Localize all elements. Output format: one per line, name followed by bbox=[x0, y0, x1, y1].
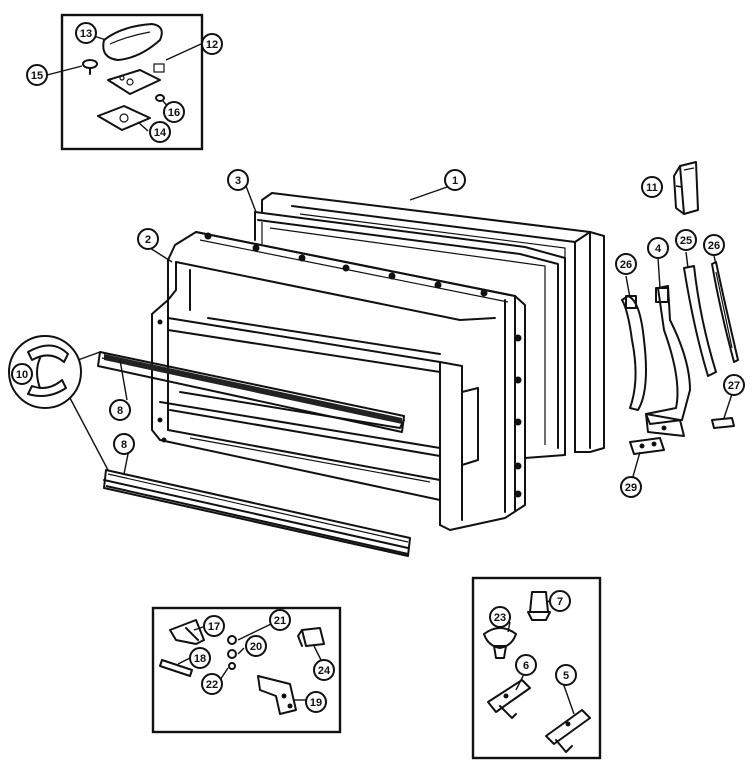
svg-text:12: 12 bbox=[206, 39, 218, 51]
svg-text:26: 26 bbox=[620, 259, 632, 271]
inset-box-bottom-center bbox=[151, 606, 342, 734]
svg-text:3: 3 bbox=[235, 175, 241, 187]
callout-22: 22 bbox=[201, 673, 223, 695]
callout-8-lower: 8 bbox=[113, 433, 135, 455]
callout-6: 6 bbox=[515, 654, 537, 676]
part-11-handle-cap bbox=[673, 161, 699, 215]
svg-text:5: 5 bbox=[563, 670, 569, 682]
svg-text:27: 27 bbox=[728, 380, 740, 392]
part-8-shelf-bar-upper bbox=[97, 351, 405, 433]
callout-16: 16 bbox=[163, 101, 185, 123]
svg-text:16: 16 bbox=[168, 107, 180, 119]
svg-text:8: 8 bbox=[121, 439, 127, 451]
callout-4: 4 bbox=[647, 237, 669, 259]
callout-24: 24 bbox=[313, 659, 335, 681]
callout-26-left: 26 bbox=[615, 253, 637, 275]
svg-text:2: 2 bbox=[145, 234, 151, 246]
callout-19: 19 bbox=[305, 691, 327, 713]
part-2-door-liner bbox=[151, 231, 526, 531]
svg-text:7: 7 bbox=[557, 596, 563, 608]
part-3-gasket bbox=[254, 211, 566, 459]
part-25-handle-trim bbox=[683, 265, 717, 377]
svg-text:15: 15 bbox=[31, 70, 43, 82]
svg-text:6: 6 bbox=[523, 660, 529, 672]
svg-text:4: 4 bbox=[655, 243, 662, 255]
svg-text:20: 20 bbox=[250, 641, 262, 653]
callout-11: 11 bbox=[641, 176, 663, 198]
callout-25: 25 bbox=[675, 229, 697, 251]
svg-text:25: 25 bbox=[680, 235, 692, 247]
svg-text:13: 13 bbox=[80, 28, 92, 40]
callout-15: 15 bbox=[26, 64, 48, 86]
callout-12: 12 bbox=[201, 33, 223, 55]
part-26-handle-left bbox=[621, 295, 647, 411]
callout-10: 10 bbox=[11, 363, 33, 385]
callout-13: 13 bbox=[75, 22, 97, 44]
svg-text:1: 1 bbox=[452, 175, 458, 187]
svg-text:14: 14 bbox=[154, 127, 167, 139]
callout-20: 20 bbox=[245, 635, 267, 657]
callout-8-upper: 8 bbox=[109, 399, 131, 421]
part-29-bracket bbox=[629, 437, 665, 455]
part-27-clip bbox=[711, 417, 735, 429]
callout-5: 5 bbox=[555, 664, 577, 686]
svg-text:23: 23 bbox=[494, 612, 506, 624]
callout-3: 3 bbox=[227, 169, 249, 191]
part-14-plate bbox=[97, 105, 151, 131]
part-13-cover bbox=[102, 23, 163, 61]
svg-text:8: 8 bbox=[117, 405, 123, 417]
leader-lines bbox=[46, 34, 735, 715]
callout-7: 7 bbox=[549, 590, 571, 612]
svg-text:26: 26 bbox=[708, 240, 720, 252]
svg-text:18: 18 bbox=[194, 653, 206, 665]
svg-text:19: 19 bbox=[310, 697, 322, 709]
callout-26-right: 26 bbox=[703, 234, 725, 256]
svg-text:24: 24 bbox=[318, 665, 331, 677]
callout-17: 17 bbox=[203, 615, 225, 637]
callout-27: 27 bbox=[723, 374, 745, 396]
callout-2: 2 bbox=[137, 228, 159, 250]
svg-text:29: 29 bbox=[625, 482, 637, 494]
callout-21: 21 bbox=[269, 609, 291, 631]
part-28-handle-strip bbox=[711, 261, 739, 363]
svg-text:17: 17 bbox=[208, 621, 220, 633]
svg-text:22: 22 bbox=[206, 679, 218, 691]
callout-1: 1 bbox=[444, 169, 466, 191]
callout-18: 18 bbox=[189, 647, 211, 669]
callout-29: 29 bbox=[620, 476, 642, 498]
svg-text:10: 10 bbox=[16, 369, 28, 381]
part-9-shelf-bar-lower bbox=[103, 469, 411, 557]
part-4-handle-bracket bbox=[645, 285, 691, 437]
inset-box-top-left bbox=[60, 13, 204, 151]
svg-text:11: 11 bbox=[646, 182, 658, 194]
part-10-detail-view bbox=[8, 335, 109, 471]
part-12-plate bbox=[107, 69, 161, 95]
svg-text:21: 21 bbox=[274, 615, 286, 627]
callout-14: 14 bbox=[149, 121, 171, 143]
callout-23: 23 bbox=[489, 606, 511, 628]
